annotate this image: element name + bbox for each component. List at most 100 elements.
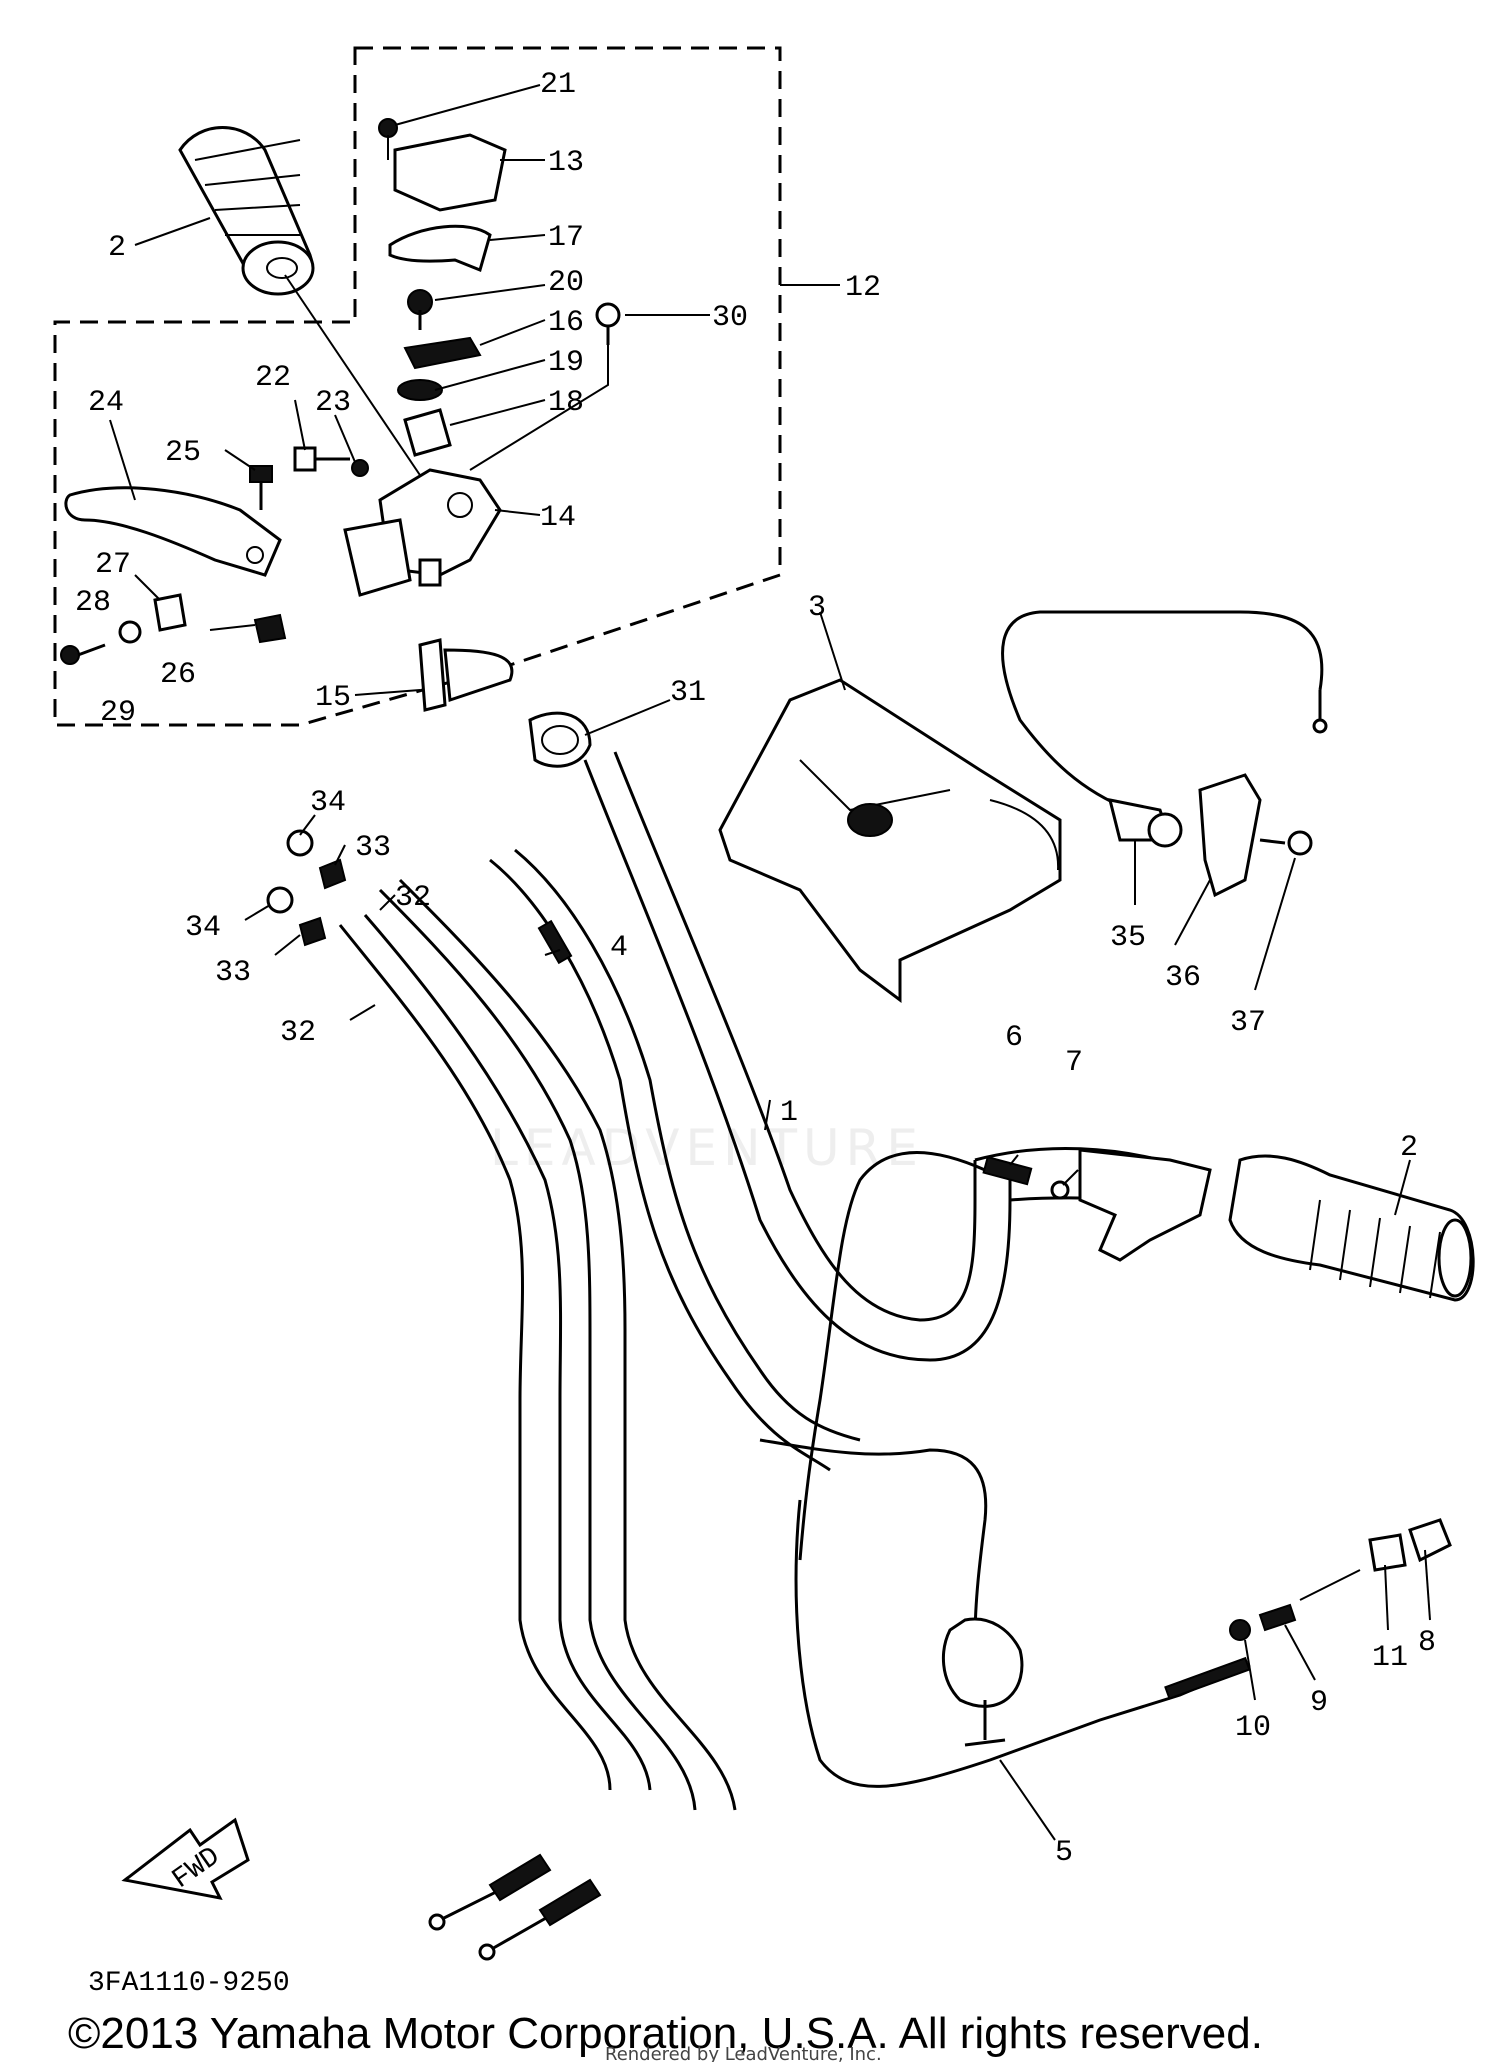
nut-10 bbox=[1229, 1619, 1251, 1641]
adjuster-6 bbox=[982, 1155, 1033, 1186]
label-22: 22 bbox=[255, 361, 291, 395]
label-32-upper: 32 bbox=[395, 881, 431, 915]
label-7: 7 bbox=[1065, 1046, 1083, 1080]
screw-29 bbox=[60, 643, 106, 665]
screw-30-leader bbox=[469, 345, 609, 471]
pin-8 bbox=[1408, 1518, 1452, 1563]
left-grip bbox=[178, 126, 315, 296]
label-34-lower: 34 bbox=[185, 911, 221, 945]
rendered-by-text: Rendered by LeadVenture, Inc. bbox=[605, 2044, 882, 2062]
label-31: 31 bbox=[670, 676, 706, 710]
collar-31 bbox=[528, 711, 592, 768]
label-13: 13 bbox=[548, 146, 584, 180]
diagram-code: 3FA1110-9250 bbox=[88, 1968, 290, 1999]
label-30: 30 bbox=[712, 301, 748, 335]
handlebar bbox=[583, 759, 1012, 1362]
washer-7 bbox=[1050, 1180, 1070, 1200]
cable-end-right bbox=[478, 1878, 602, 1961]
label-21: 21 bbox=[540, 68, 576, 102]
switch-cover-13 bbox=[378, 118, 507, 212]
label-9: 9 bbox=[1310, 1686, 1328, 1720]
cable-4-outer bbox=[514, 848, 861, 1442]
nut-26 bbox=[253, 613, 287, 644]
label-26: 26 bbox=[160, 658, 196, 692]
adjuster-33-upper bbox=[318, 858, 347, 890]
screw-30 bbox=[595, 302, 621, 345]
pin-8-leader bbox=[1299, 1569, 1361, 1601]
label-3: 3 bbox=[808, 591, 826, 625]
label-23: 23 bbox=[315, 386, 351, 420]
fwd-arrow-icon: FWD bbox=[121, 1817, 250, 1901]
throttle-housing bbox=[1078, 1148, 1212, 1262]
label-2-left: 2 bbox=[108, 231, 126, 265]
cap-34-upper bbox=[286, 829, 314, 857]
label-24: 24 bbox=[88, 386, 124, 420]
label-10: 10 bbox=[1235, 1711, 1271, 1745]
cap-28 bbox=[118, 620, 142, 644]
label-29: 29 bbox=[100, 696, 136, 730]
cable-holder-27 bbox=[153, 593, 187, 632]
label-19: 19 bbox=[548, 346, 584, 380]
switch-body-14 bbox=[343, 468, 502, 597]
label-33-upper: 33 bbox=[355, 831, 391, 865]
cable-end-left bbox=[428, 1853, 552, 1931]
cable-32b-outer bbox=[398, 878, 737, 1811]
leader-lines bbox=[109, 84, 1431, 1841]
lower-harness bbox=[759, 1438, 988, 1641]
lower-switch bbox=[941, 1617, 1024, 1708]
washer-23 bbox=[351, 459, 369, 477]
cable-5 bbox=[794, 1499, 1251, 1788]
throttle-cable-right bbox=[798, 1151, 986, 1561]
label-6: 6 bbox=[1005, 1021, 1023, 1055]
throttle-cable bbox=[1001, 610, 1324, 812]
label-4: 4 bbox=[610, 931, 628, 965]
spring-19 bbox=[397, 379, 443, 401]
label-34-upper: 34 bbox=[310, 786, 346, 820]
label-12: 12 bbox=[845, 271, 881, 305]
screw-25 bbox=[249, 465, 273, 510]
label-32-lower: 32 bbox=[280, 1016, 316, 1050]
copyright-text: ©2013 Yamaha Motor Corporation, U.S.A. A… bbox=[68, 2009, 1263, 2058]
label-36: 36 bbox=[1165, 961, 1201, 995]
bracket-36 bbox=[1198, 773, 1262, 898]
label-18: 18 bbox=[548, 386, 584, 420]
label-15: 15 bbox=[315, 681, 351, 715]
label-33-lower: 33 bbox=[215, 956, 251, 990]
cable-32a-outer bbox=[363, 914, 652, 1791]
assembly-boundary-12 bbox=[53, 46, 782, 727]
label-37: 37 bbox=[1230, 1006, 1266, 1040]
cable-32b bbox=[378, 888, 697, 1811]
adjuster-35 bbox=[1107, 798, 1183, 848]
cable-5-thread bbox=[1164, 1656, 1251, 1700]
knob-18 bbox=[403, 408, 452, 457]
screw-20 bbox=[407, 289, 433, 330]
bracket-17 bbox=[388, 224, 492, 273]
label-14: 14 bbox=[540, 501, 576, 535]
handlebar-cover-3 bbox=[718, 678, 1062, 1003]
right-grip-2 bbox=[1228, 1154, 1475, 1302]
cap-34-lower bbox=[266, 886, 294, 914]
lever-24 bbox=[64, 486, 282, 577]
label-27: 27 bbox=[95, 548, 131, 582]
adjuster-33-lower bbox=[298, 916, 327, 947]
label-20: 20 bbox=[548, 266, 584, 300]
joint-11 bbox=[1368, 1533, 1407, 1572]
watermark-text: LEADVENTURE bbox=[490, 1119, 924, 1177]
label-5: 5 bbox=[1055, 1836, 1073, 1870]
label-25: 25 bbox=[165, 436, 201, 470]
cable-32a bbox=[338, 924, 612, 1791]
label-17: 17 bbox=[548, 221, 584, 255]
spring-9 bbox=[1258, 1603, 1297, 1632]
label-35: 35 bbox=[1110, 921, 1146, 955]
label-16: 16 bbox=[548, 306, 584, 340]
label-11: 11 bbox=[1372, 1641, 1408, 1675]
label-2-right: 2 bbox=[1400, 1131, 1418, 1165]
handlebar-inner bbox=[613, 751, 977, 1322]
bolt-22 bbox=[293, 446, 350, 472]
label-8: 8 bbox=[1418, 1626, 1436, 1660]
label-28: 28 bbox=[75, 586, 111, 620]
label-1: 1 bbox=[780, 1096, 798, 1130]
shaft-15 bbox=[418, 638, 514, 712]
bolt-37 bbox=[1259, 830, 1313, 856]
